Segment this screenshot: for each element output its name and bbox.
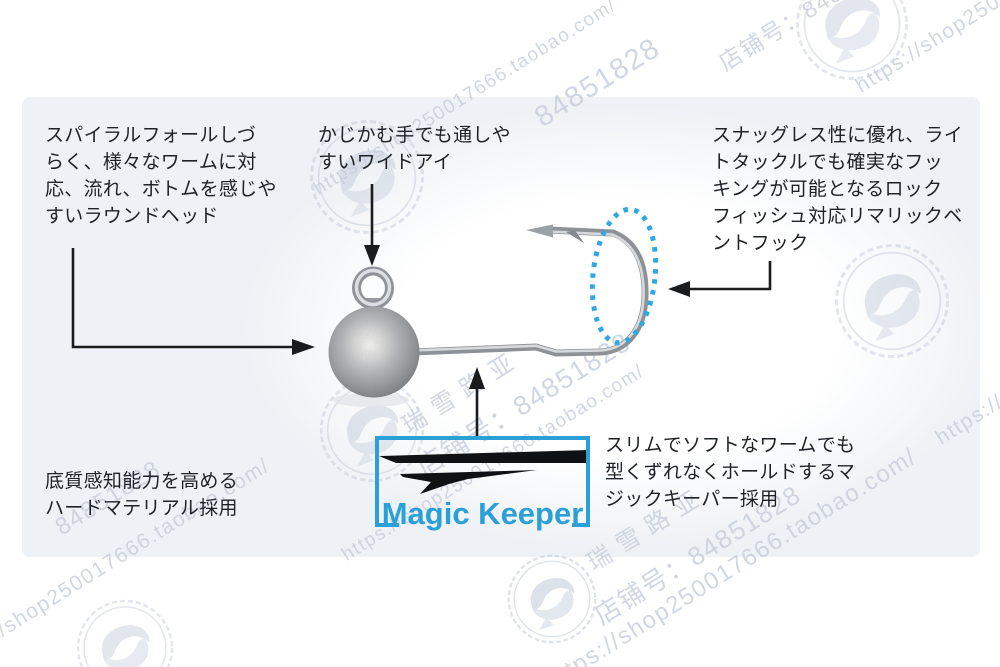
annotation-line: スナッグレス性に優れ、ライ — [712, 125, 964, 146]
hook-barb — [566, 230, 584, 243]
annotation-line: 型くずれなくホールドするマ — [605, 462, 856, 483]
annotation-bent-hook: スナッグレス性に優れ、ライ トタックルでも確実なフッ キングが可能となるロック … — [712, 122, 982, 257]
hook-wire — [408, 224, 649, 357]
arrowhead-magic-keeper — [469, 367, 485, 389]
arrowhead-round-head — [292, 339, 315, 355]
round-head-ball — [328, 306, 420, 398]
annotation-line: すいワイドアイ — [318, 152, 453, 173]
keeper-swoosh — [400, 470, 537, 494]
annotation-line: ジックキーパー採用 — [605, 489, 779, 510]
bend-highlight-ellipse — [589, 206, 659, 346]
annotation-line: フィッシュ対応リマリックベ — [712, 206, 963, 227]
annotation-hard-material: 底質感知能力を高める ハードマテリアル採用 — [45, 468, 285, 522]
arrowhead-wide-eye — [364, 245, 380, 266]
annotation-line: 応、流れ、ボトムを感じや — [45, 179, 277, 200]
head-shadow — [333, 393, 409, 407]
magic-keeper-shape — [379, 450, 589, 494]
box-border-stub — [572, 523, 586, 527]
annotation-line: トタックルでも確実なフッ — [712, 152, 944, 173]
annotation-line: すいラウンドヘッド — [45, 206, 219, 227]
annotation-line: スリムでソフトなワームでも — [605, 435, 856, 456]
magic-keeper-label: Magic Keeper — [381, 496, 584, 531]
annotation-line: ハードマテリアル採用 — [45, 498, 238, 519]
annotation-wide-eye: かじかむ手でも通しや すいワイドアイ — [318, 122, 548, 176]
keeper-bar — [379, 450, 589, 463]
hook-point — [526, 224, 553, 238]
annotation-arrows — [71, 184, 772, 437]
annotation-line: ントフック — [712, 233, 809, 254]
annotation-line: キングが可能となるロック — [712, 179, 943, 200]
annotation-line: らく、様々なワームに対 — [45, 152, 257, 173]
annotation-line: かじかむ手でも通しや — [318, 125, 511, 146]
arrowhead-bent-hook — [668, 281, 690, 297]
leader-bent-hook — [689, 261, 772, 291]
annotation-line: スパイラルフォールしづ — [45, 125, 257, 146]
annotation-round-head: スパイラルフォールしづ らく、様々なワームに対 応、流れ、ボトムを感じや すいラ… — [45, 122, 280, 230]
annotation-line: 底質感知能力を高める — [45, 471, 239, 492]
magic-keeper-box: Magic Keeper — [375, 436, 590, 531]
leader-round-head — [71, 248, 296, 349]
annotation-magic-keeper: スリムでソフトなワームでも 型くずれなくホールドするマ ジックキーパー採用 — [605, 432, 890, 513]
box-border-stub — [379, 523, 399, 527]
